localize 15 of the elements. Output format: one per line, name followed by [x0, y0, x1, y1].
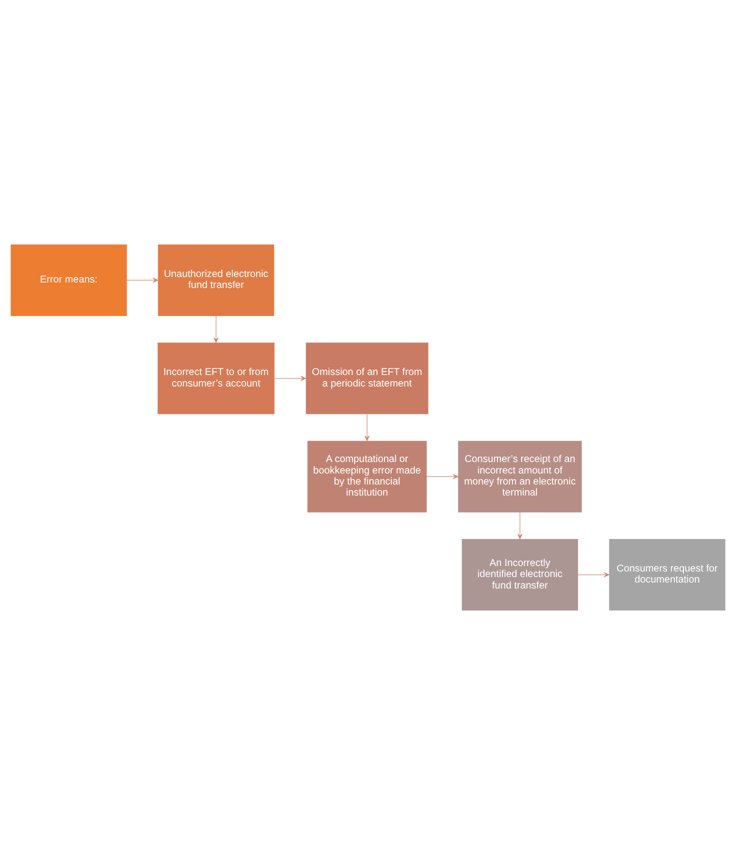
node-box: Incorrect EFT to or from consumer’s account: [158, 342, 274, 414]
arrow: [274, 376, 306, 381]
node-box: Omission of an EFT from a periodic statement: [306, 342, 428, 414]
arrow: [517, 512, 522, 540]
arrow: [578, 572, 610, 578]
node-box: An Incorrectly identified electronic fund transfer: [462, 539, 578, 611]
node-box: Unauthorized electronic fund transfer: [158, 244, 274, 316]
node-box: A computational or bookkeeping error made by the financial institution: [307, 440, 427, 512]
arrow: [214, 316, 219, 343]
arrow: [126, 278, 158, 283]
arrow: [426, 474, 458, 480]
node-box: Error means:: [10, 244, 127, 316]
node-box: Consumers request for documentation: [609, 539, 726, 611]
node-box: Consumer’s receipt of an incorrect amount of money from an electronic terminal: [458, 440, 582, 512]
arrow: [364, 414, 370, 442]
